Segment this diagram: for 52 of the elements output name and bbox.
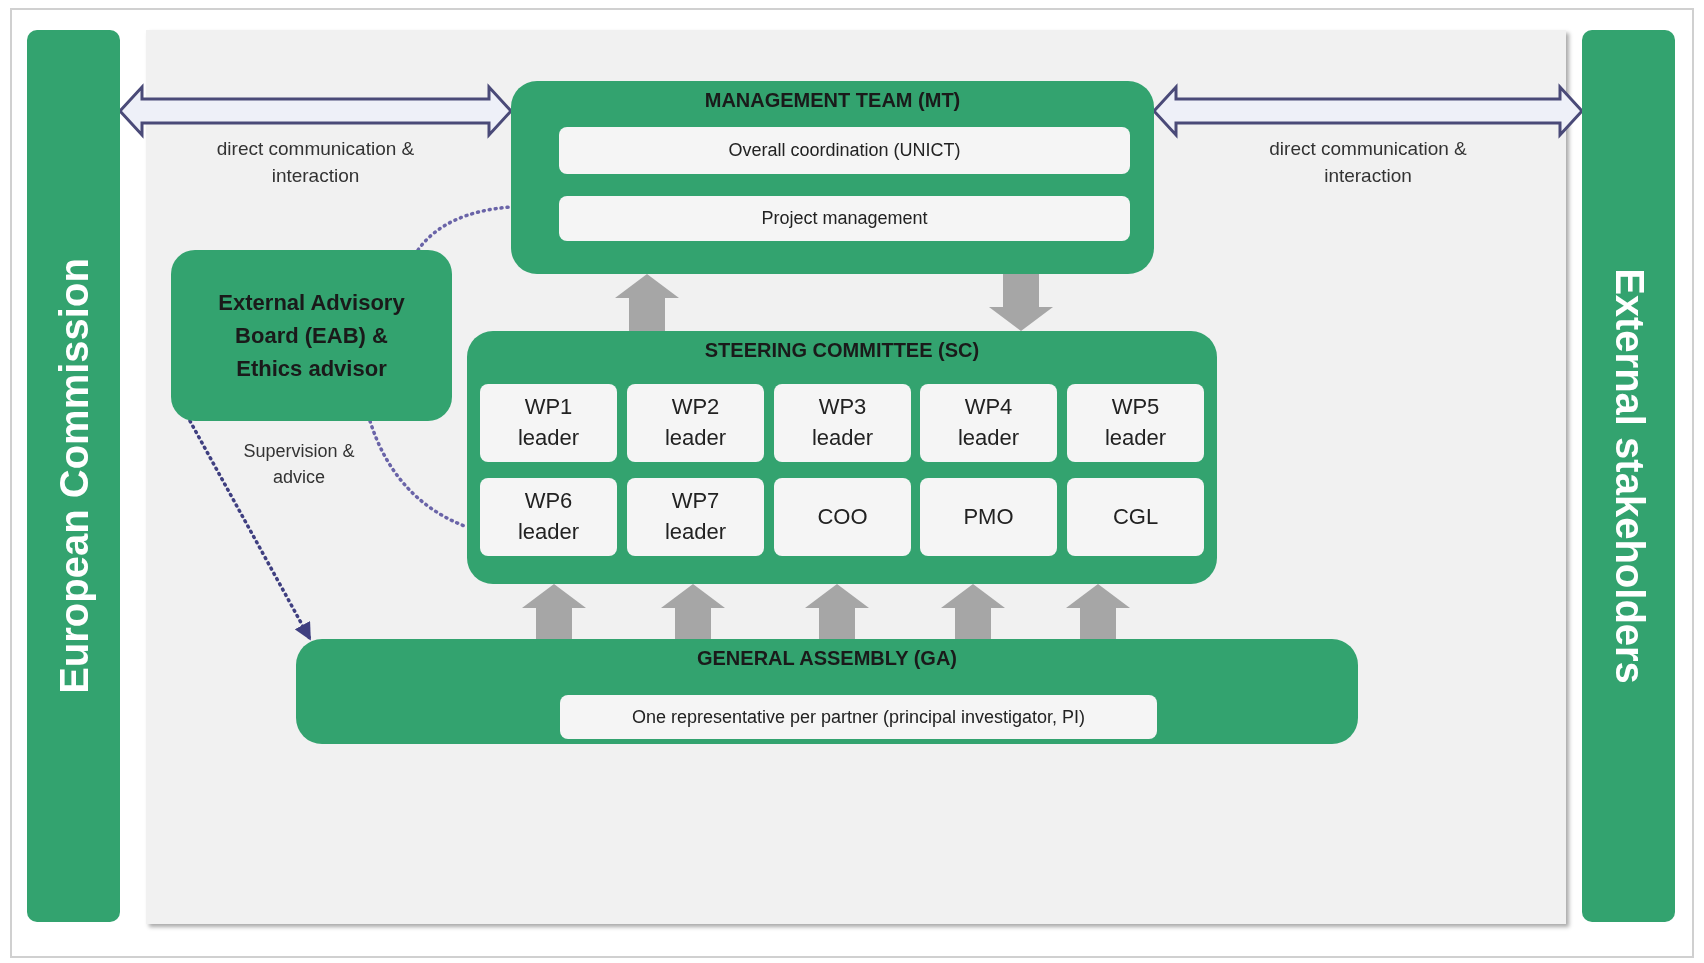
role-label: Overall coordination (UNICT) xyxy=(728,140,961,161)
role-box xyxy=(559,127,1130,174)
role-box xyxy=(920,384,1057,462)
role-label: WP3 leader xyxy=(810,393,875,452)
stakeholder-bar xyxy=(1582,30,1675,922)
vertical-label: External stakeholders xyxy=(1606,268,1651,684)
role-label: External Advisory Board (EAB) & Ethics advisor xyxy=(217,289,406,383)
heading: GENERAL ASSEMBLY (GA) xyxy=(696,647,957,670)
block-arrow xyxy=(1066,584,1130,639)
role-box xyxy=(774,384,911,462)
stakeholder-bar xyxy=(27,30,120,922)
role-box xyxy=(1067,384,1204,462)
body-panel xyxy=(467,331,1217,584)
block-arrow xyxy=(805,584,869,639)
double-arrow xyxy=(117,83,514,139)
vertical-label: European Commission xyxy=(51,258,96,694)
dotted-line xyxy=(416,205,513,252)
role-label: CGL xyxy=(1111,502,1160,531)
body-panel xyxy=(511,81,1154,274)
edge-label: direct communication & interaction xyxy=(215,137,416,188)
block-arrow xyxy=(661,584,725,639)
role-label: WP6 leader xyxy=(516,487,581,546)
role-label: WP5 leader xyxy=(1103,393,1168,452)
role-box xyxy=(1067,478,1204,556)
role-box xyxy=(480,478,617,556)
block-arrow xyxy=(989,274,1053,331)
advisory-box xyxy=(171,250,452,421)
block-arrow xyxy=(522,584,586,639)
role-box xyxy=(774,478,911,556)
role-label: PMO xyxy=(962,502,1015,531)
role-label: WP2 leader xyxy=(663,393,728,452)
dotted-arrow xyxy=(188,419,312,641)
double-arrow xyxy=(1151,83,1585,139)
role-box xyxy=(920,478,1057,556)
role-label: WP1 leader xyxy=(516,393,581,452)
heading: STEERING COMMITTEE (SC) xyxy=(704,339,980,362)
role-box xyxy=(560,695,1157,739)
role-label: COO xyxy=(816,502,869,531)
supervision-note: Supervision & advice xyxy=(242,440,356,490)
role-box xyxy=(559,196,1130,241)
heading: MANAGEMENT TEAM (MT) xyxy=(704,89,961,112)
role-label: WP7 leader xyxy=(663,487,728,546)
role-box xyxy=(480,384,617,462)
block-arrow xyxy=(615,274,679,331)
role-label: Project management xyxy=(761,208,928,229)
body-panel xyxy=(296,639,1358,744)
role-label: One representative per partner (principal investigator, PI) xyxy=(631,706,1086,728)
block-arrow xyxy=(941,584,1005,639)
role-box xyxy=(627,384,764,462)
role-label: WP4 leader xyxy=(956,393,1021,452)
role-box xyxy=(627,478,764,556)
edge-label: direct communication & interaction xyxy=(1268,137,1468,188)
